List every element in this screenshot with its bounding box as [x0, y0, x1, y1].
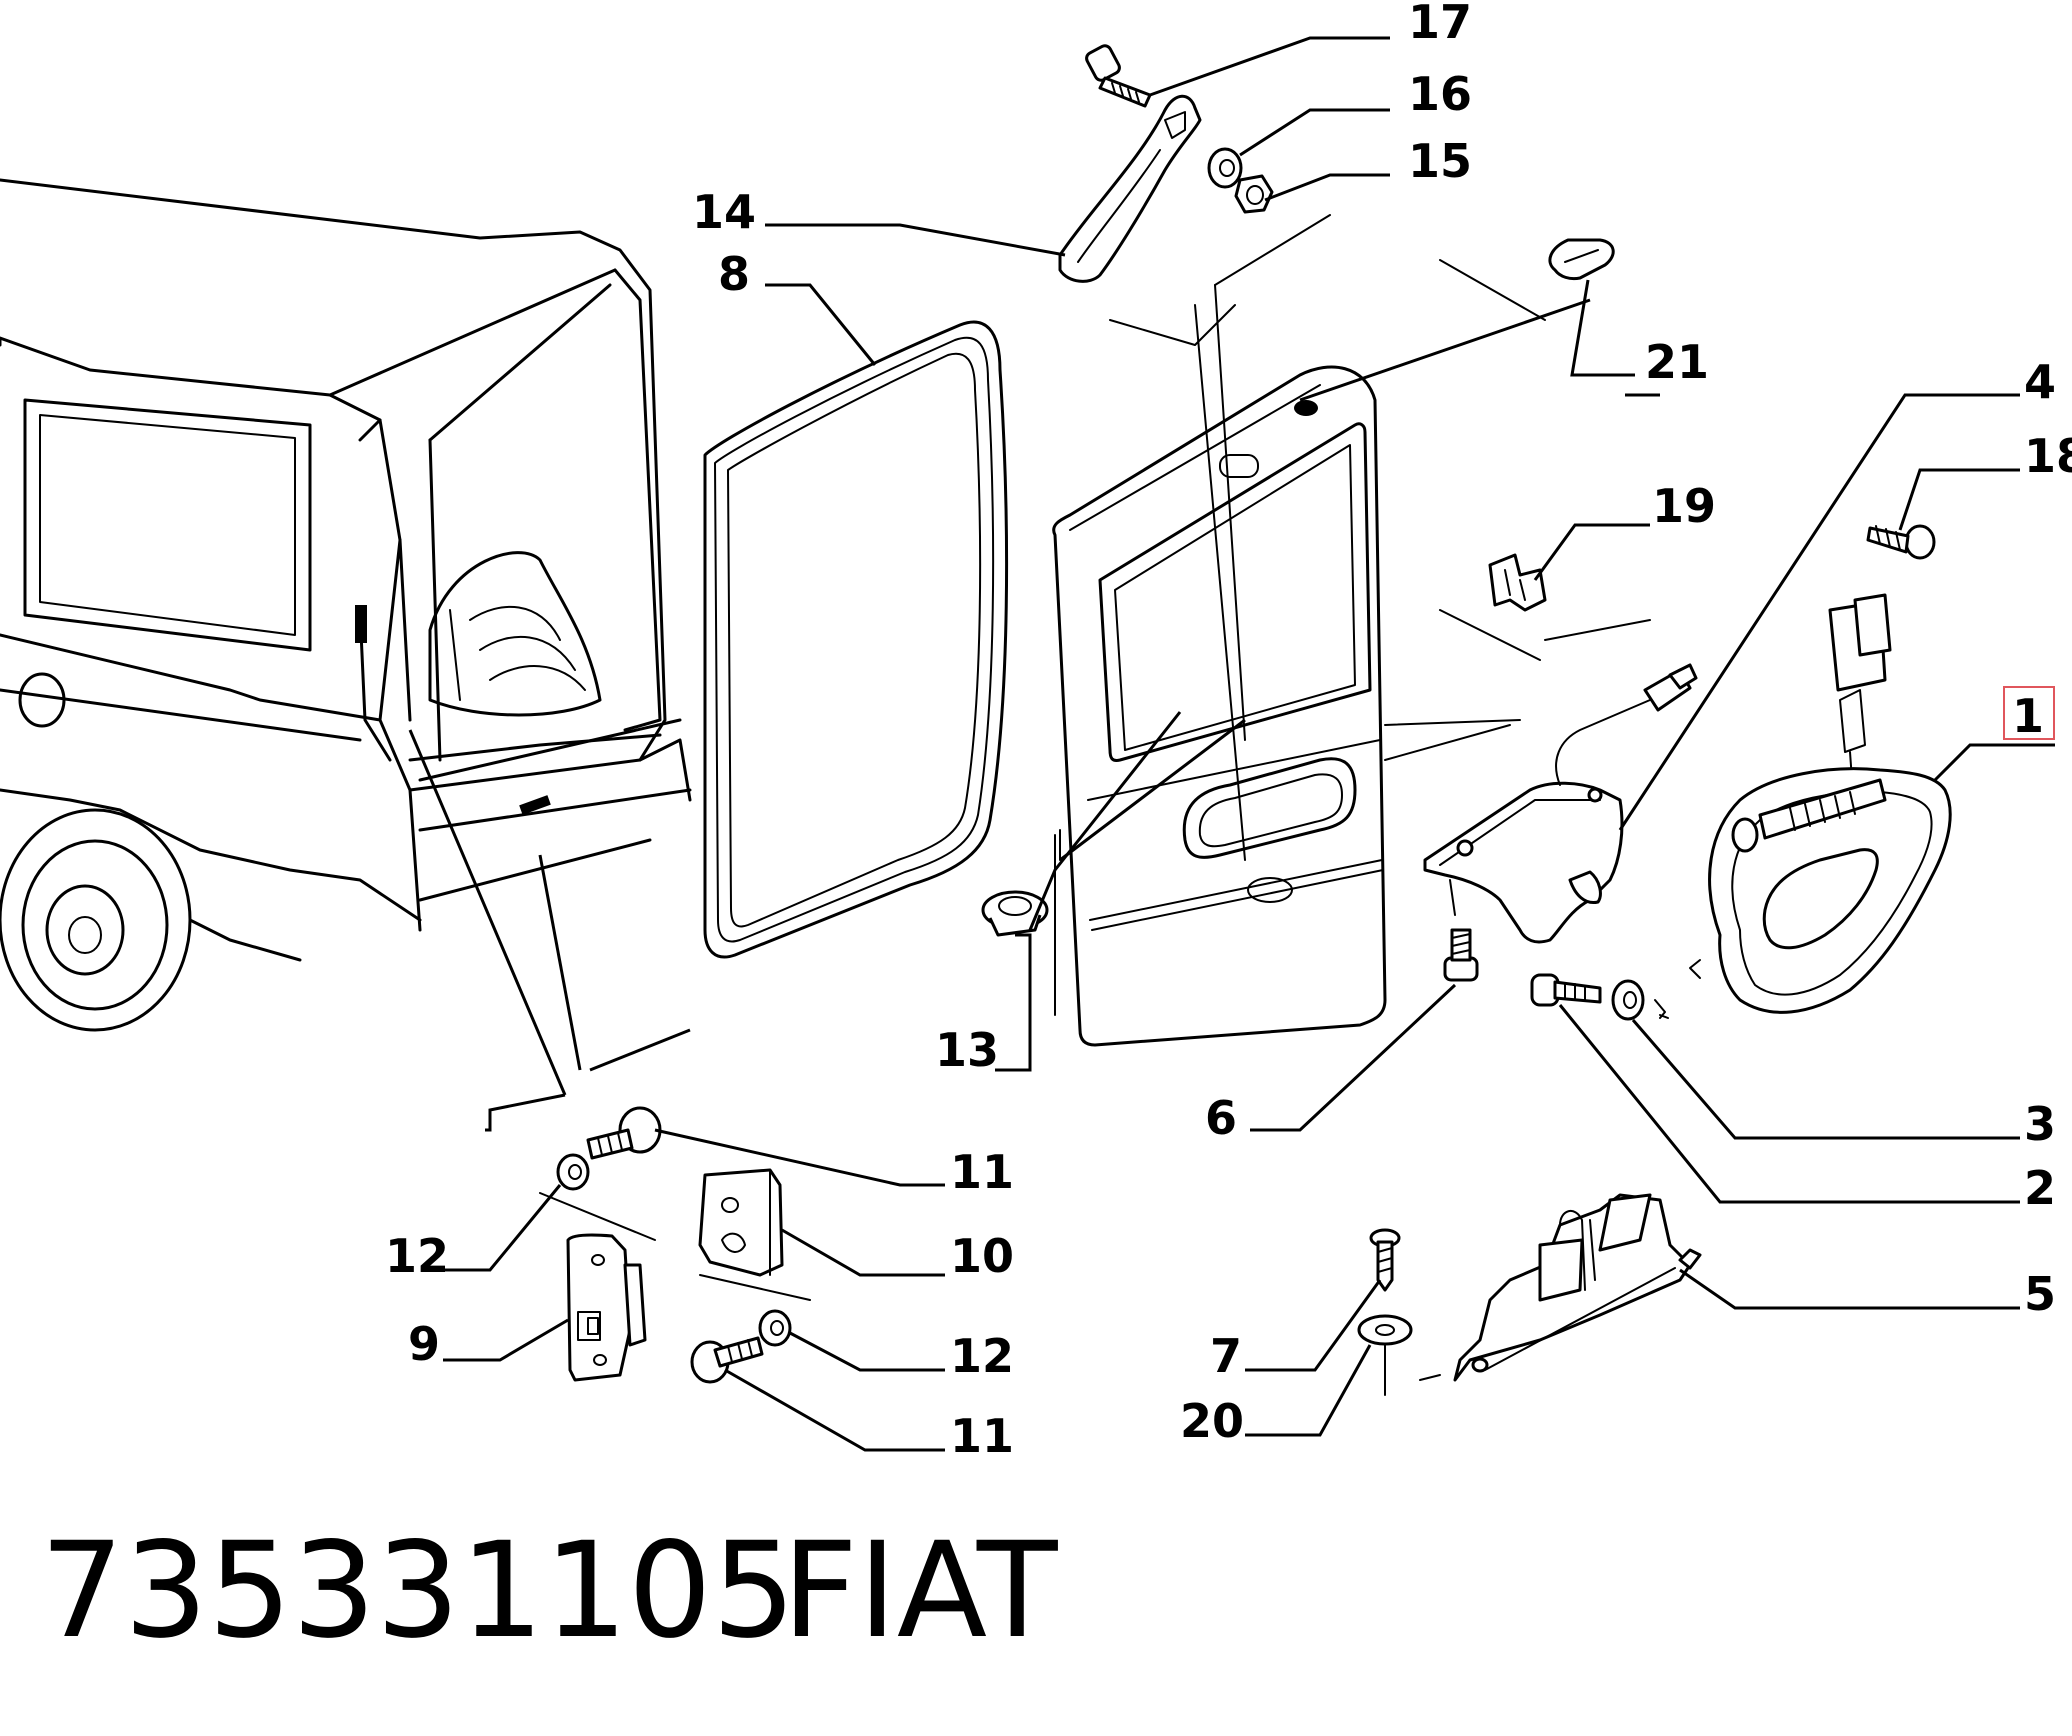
- brand-name: FIAT: [782, 1514, 1059, 1668]
- callout-12-bottom: 12: [950, 1329, 1014, 1383]
- leader-lines: [443, 36, 2055, 1452]
- callout-19: 19: [1652, 479, 1716, 533]
- bolt-6: [1443, 928, 1479, 982]
- callout-13: 13: [935, 1023, 999, 1077]
- callout-8: 8: [718, 247, 750, 301]
- callout-12-top: 12: [385, 1229, 449, 1283]
- callout-4: 4: [2024, 355, 2056, 409]
- callout-1: 1: [2012, 689, 2044, 743]
- callout-21: 21: [1645, 335, 1709, 389]
- striker-5: [1357, 1193, 1702, 1396]
- callout-10: 10: [950, 1229, 1014, 1283]
- rear-door: [1052, 214, 1651, 1047]
- bumper-13: [981, 890, 1049, 937]
- callout-2: 2: [2024, 1161, 2056, 1215]
- callout-7: 7: [1210, 1329, 1242, 1383]
- screw-18: [1866, 524, 1936, 560]
- callout-16: 16: [1408, 67, 1472, 121]
- callout-18: 18: [2024, 429, 2072, 483]
- callout-6: 6: [1205, 1091, 1237, 1145]
- callout-3: 3: [2024, 1097, 2056, 1151]
- bolt-2-washer-3: [1530, 973, 1666, 1021]
- callout-9: 9: [408, 1317, 440, 1371]
- van-body: [0, 178, 692, 1032]
- callout-17: 17: [1408, 0, 1472, 49]
- lock-4: [1423, 663, 1698, 944]
- latch-parts: [539, 1106, 811, 1384]
- callout-numbers: 17 16 15 14 8 21 4 18 19 1 13 6 3 2 11 1…: [385, 0, 2072, 1463]
- callout-5: 5: [2024, 1267, 2056, 1321]
- callout-14: 14: [692, 185, 756, 239]
- hinge-assembly: [1058, 44, 1274, 283]
- callout-11-bottom: 11: [950, 1409, 1014, 1463]
- highlight-box: [2003, 686, 2055, 740]
- door-seal: [703, 320, 1009, 959]
- clip-19: [1488, 553, 1547, 612]
- part-number: 735331105: [40, 1514, 796, 1668]
- grommet-21: [1548, 238, 1615, 281]
- callout-20: 20: [1180, 1394, 1244, 1448]
- callout-15: 15: [1408, 134, 1472, 188]
- handle-1: [1659, 593, 1952, 1019]
- callout-11-top: 11: [950, 1145, 1014, 1199]
